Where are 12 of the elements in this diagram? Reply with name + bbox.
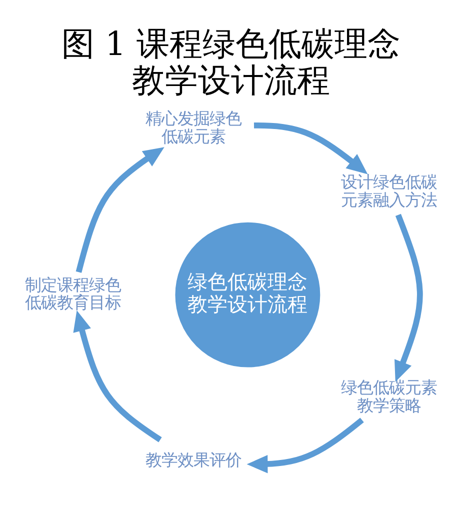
node-text: 设计绿色低碳元素融入方法	[341, 172, 438, 210]
arrow	[73, 310, 162, 442]
node-text: 制定课程绿色低碳教育目标	[24, 275, 121, 312]
arrow	[246, 418, 364, 474]
node-text: 绿色低碳元素教学策略	[341, 378, 438, 415]
node-circle: 绿色低碳理念教学设计流程	[175, 222, 320, 368]
diagram-title: 图 1 课程绿色低碳理念教学设计流程	[62, 24, 400, 100]
arrow	[394, 214, 423, 382]
arrow	[76, 147, 164, 273]
node-text: 教学效果评价	[146, 450, 242, 470]
node-text: 精心发掘绿色低碳元素	[146, 109, 242, 146]
arrow	[254, 122, 368, 174]
